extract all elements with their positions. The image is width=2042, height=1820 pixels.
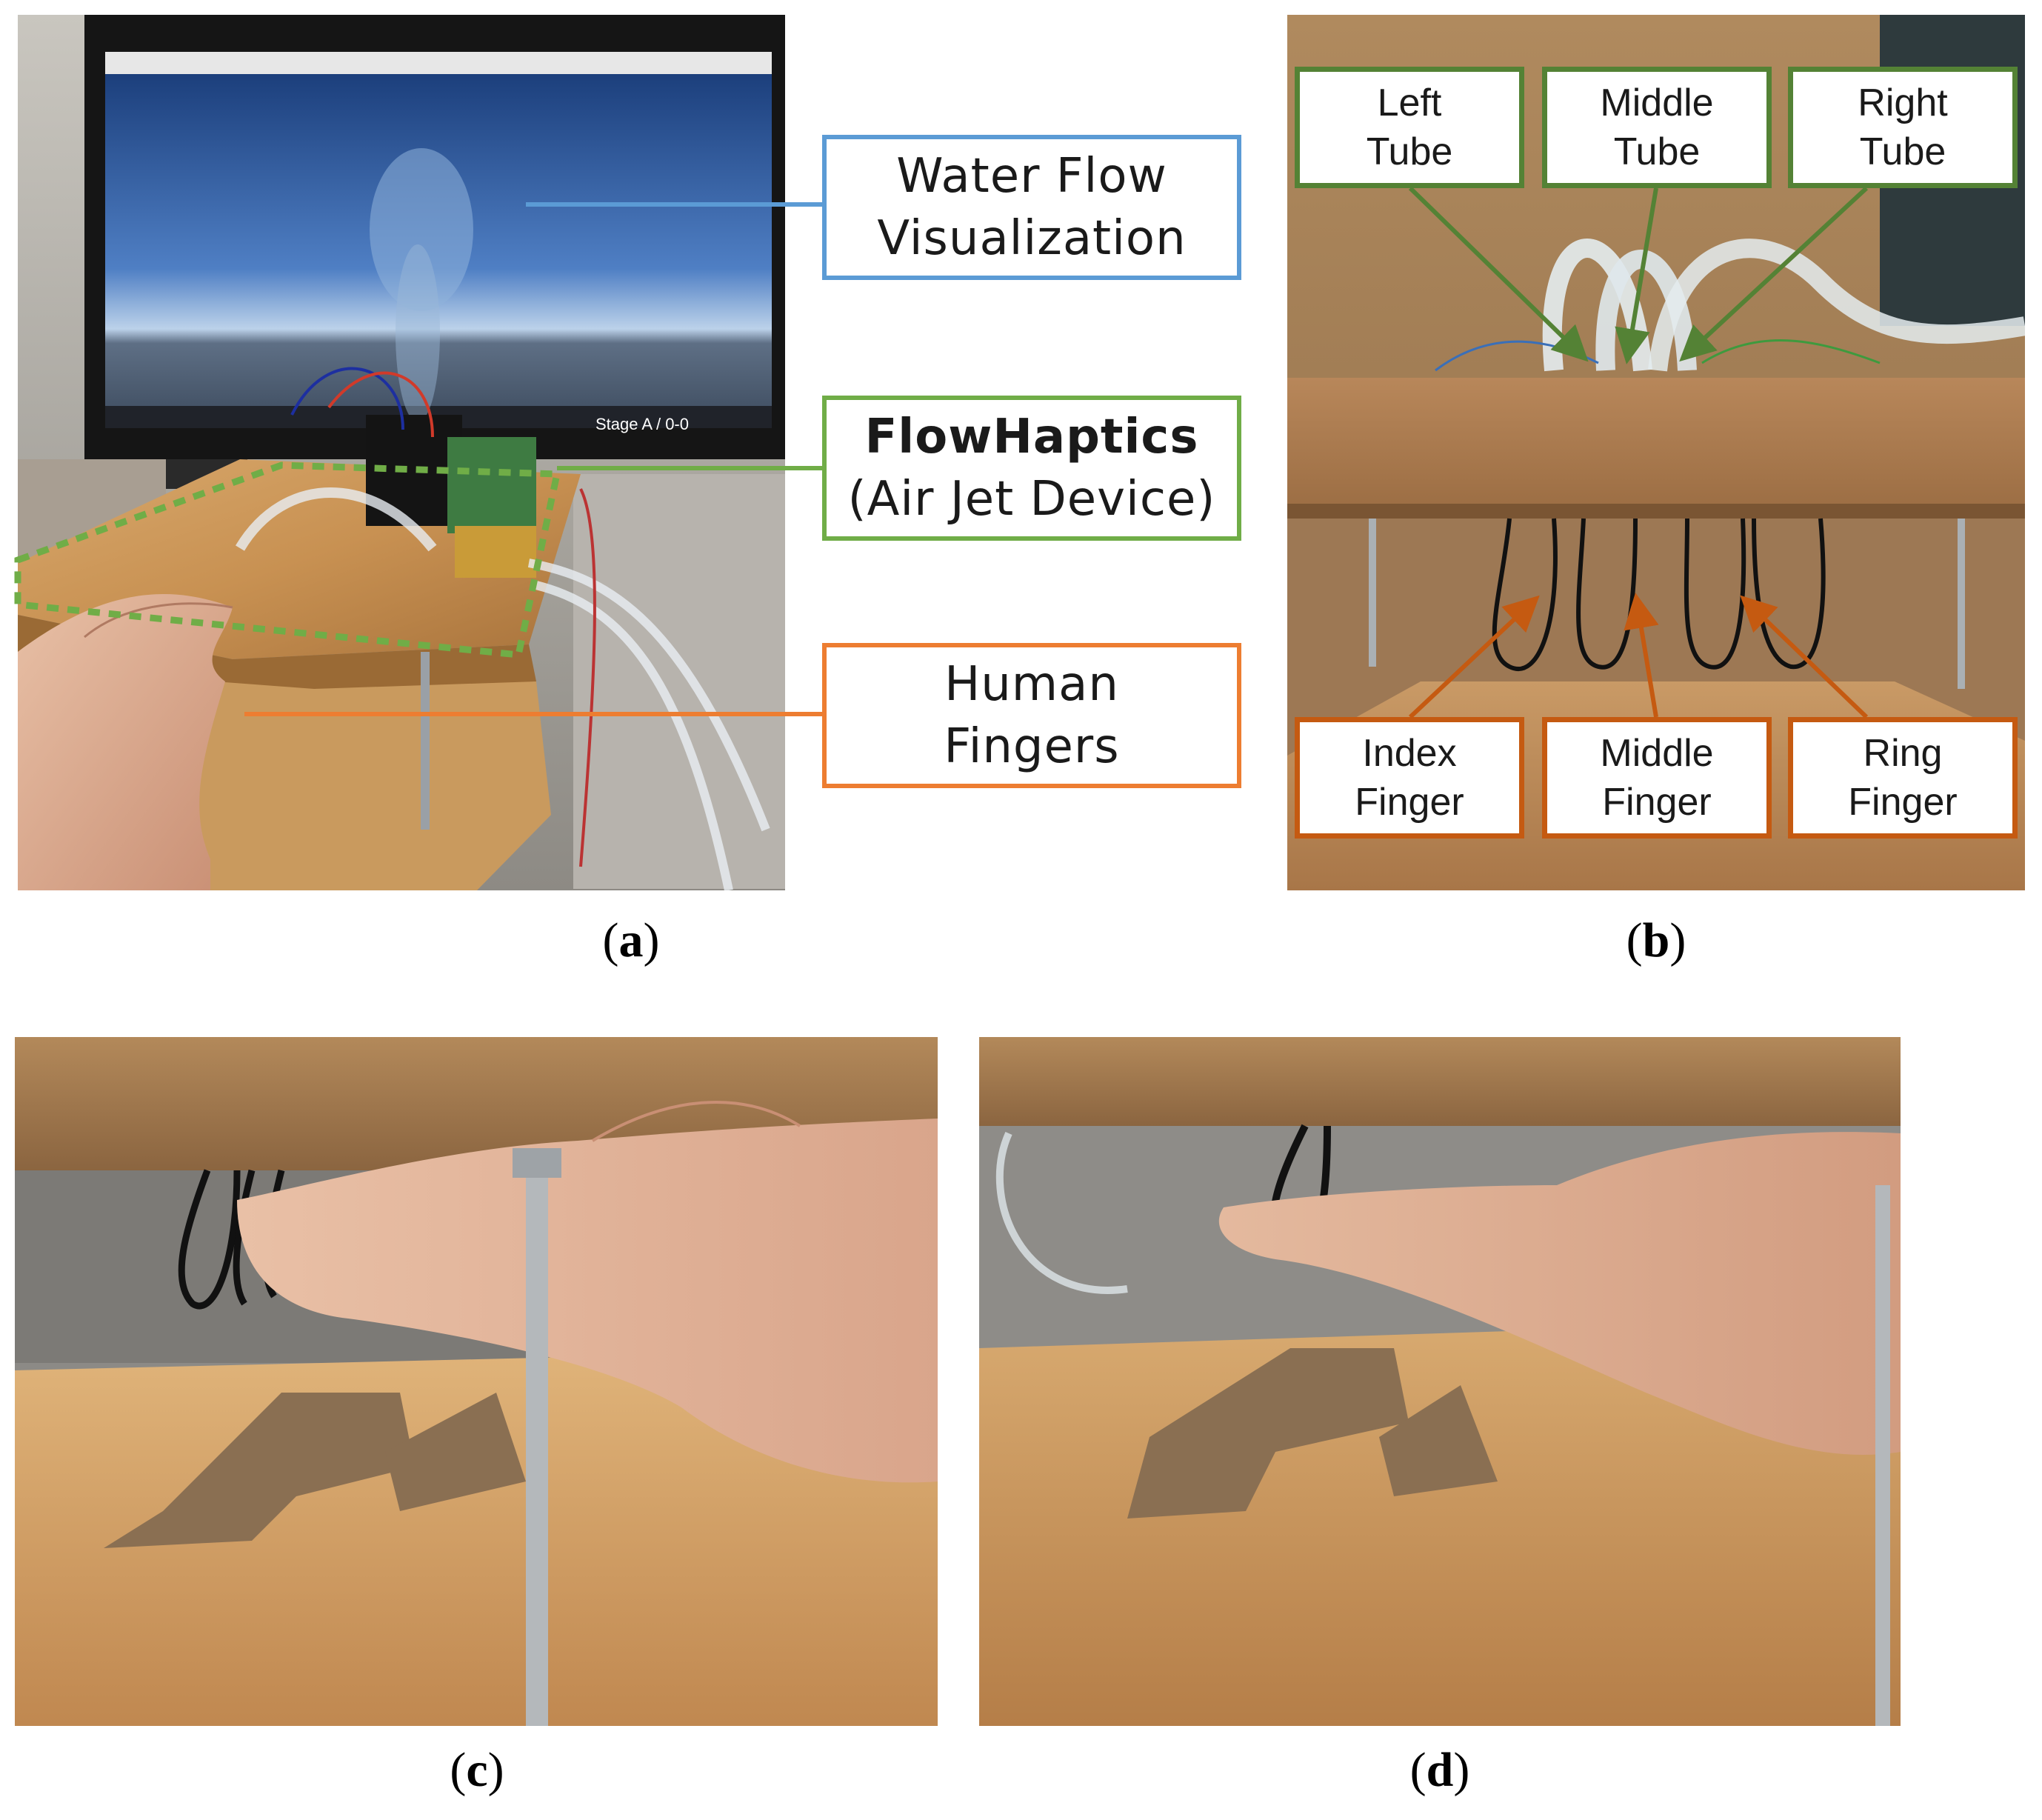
middle-finger-line-1: Middle [1600,732,1714,775]
fingers-callout: Human Fingers [822,643,1241,788]
middle-finger-callout: Middle Finger [1542,717,1772,839]
right-tube-line-1: Right [1858,81,1948,124]
panel-label-a: (a) [602,913,660,967]
panel-label-d: (d) [1409,1743,1470,1797]
device-name: FlowHaptics [864,410,1199,464]
left-tube-callout: Left Tube [1295,67,1524,188]
right-tube-line-2: Tube [1859,130,1946,173]
middle-tube-line-2: Tube [1613,130,1701,173]
index-finger-callout: Index Finger [1295,717,1524,839]
screen-stage-text: Stage A / 0-0 [595,415,689,433]
ring-finger-line-1: Ring [1863,732,1943,775]
right-tube-callout: Right Tube [1788,67,2018,188]
panel-label-b: (b) [1626,913,1686,967]
water-flow-line-1: Water Flow [896,149,1167,204]
ring-finger-callout: Ring Finger [1788,717,2018,839]
left-tube-line-1: Left [1377,81,1442,124]
ring-finger-line-2: Finger [1848,781,1958,824]
device-callout: FlowHaptics (Air Jet Device) [822,396,1241,541]
middle-tube-line-1: Middle [1600,81,1714,124]
photo-c [15,1037,938,1726]
fingers-line-1: Human [944,657,1119,712]
photo-d [979,1037,1901,1726]
fingers-line-2: Fingers [944,719,1120,774]
photo-a: Stage A / 0-0 [18,15,785,890]
index-finger-line-2: Finger [1355,781,1464,824]
middle-finger-line-2: Finger [1602,781,1712,824]
index-finger-line-1: Index [1362,732,1457,775]
panel-label-c: (c) [450,1743,504,1797]
middle-tube-callout: Middle Tube [1542,67,1772,188]
device-subtitle: (Air Jet Device) [847,472,1216,527]
water-flow-line-2: Visualization [877,211,1187,266]
water-flow-callout: Water Flow Visualization [822,135,1241,280]
left-tube-line-2: Tube [1366,130,1453,173]
